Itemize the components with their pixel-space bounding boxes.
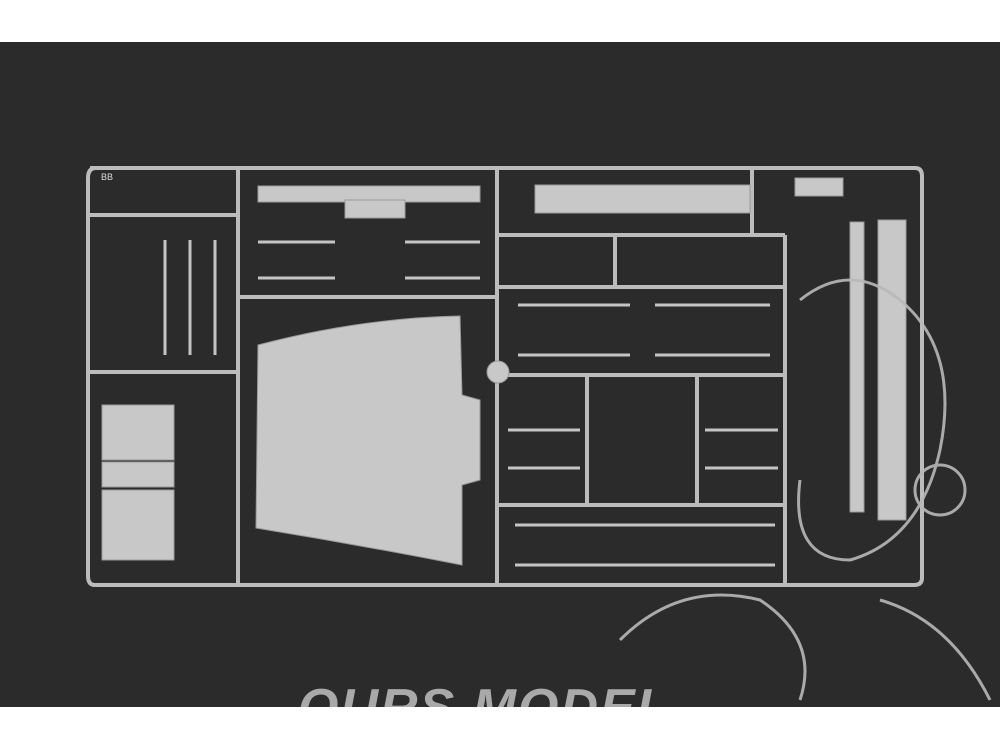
watermark-mascot (618, 278, 992, 701)
side-rail-part (877, 219, 907, 521)
sprue-gates (163, 240, 778, 567)
sprue-frame (86, 166, 924, 587)
watermark-text: OURS MODEL (298, 678, 670, 707)
box-part (101, 489, 175, 561)
sprue-tag (486, 360, 510, 384)
hull-deck-part (255, 315, 481, 566)
sprue-photo: BB OURS MODEL (0, 42, 1000, 707)
sprue-drawing: BB (86, 166, 992, 701)
kit-parts (101, 177, 907, 566)
sprue-letter: BB (101, 172, 113, 182)
bridge-part (534, 184, 751, 214)
